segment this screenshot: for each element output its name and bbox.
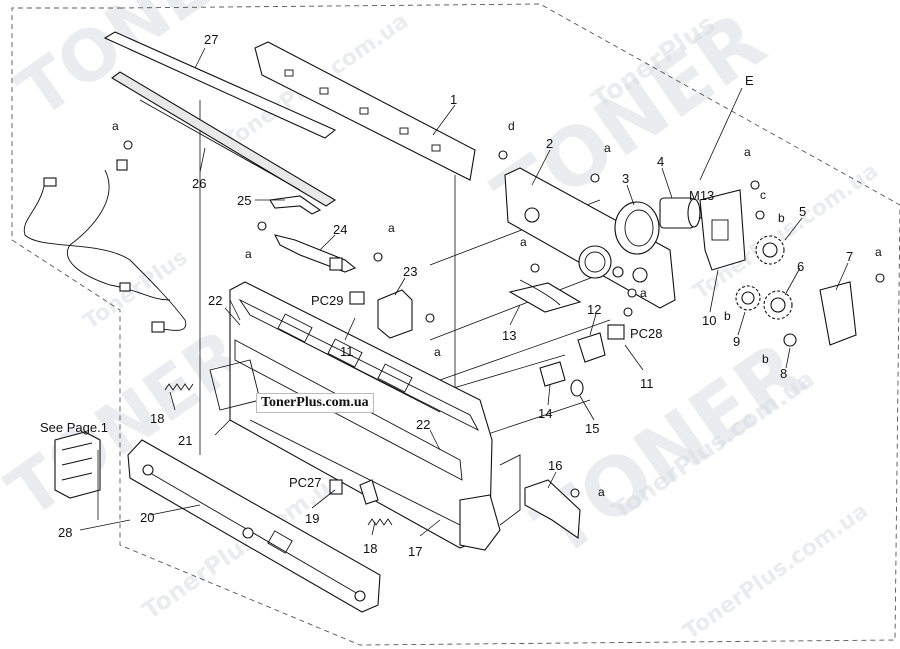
bracket-23	[349, 289, 413, 339]
connector-28	[54, 431, 101, 499]
watermark-toner: TONER	[518, 324, 822, 576]
leader-lines	[79, 47, 849, 537]
watermark-brand: TonerPlus	[79, 245, 193, 335]
bracket-16	[524, 479, 581, 540]
label-screw-a: a	[434, 345, 441, 359]
top-guide-1	[254, 41, 476, 181]
gear-6	[763, 290, 793, 320]
bracket-25	[269, 195, 322, 215]
label-part-8: 8	[780, 366, 787, 381]
sensor-pc27	[329, 479, 343, 495]
label-screw-a: a	[520, 235, 527, 249]
spring-18a	[164, 383, 194, 391]
label-part-11a: 11	[340, 344, 354, 359]
bushing-8	[783, 333, 797, 347]
label-pc28: PC28	[630, 326, 663, 341]
label-part-18a: 18	[150, 411, 164, 426]
label-assembly-e: E	[745, 73, 754, 88]
label-part-1: 1	[450, 92, 457, 107]
site-label: TonerPlus.com.ua	[256, 393, 374, 413]
label-part-19: 19	[305, 511, 319, 526]
lever-14	[539, 361, 566, 387]
label-part-25: 25	[237, 193, 251, 208]
label-part-12: 12	[587, 302, 601, 317]
screw-labels: a d a a c b a a a a a a b b a	[112, 119, 882, 499]
label-part-22a: 22	[208, 293, 222, 308]
label-screw-a: a	[640, 286, 647, 300]
part-labels: 1 2 3 4 5 6 7 8 9 10 11 11 12 13 14 15 1…	[40, 32, 853, 559]
rail-26	[111, 71, 337, 207]
label-part-15: 15	[585, 421, 599, 436]
label-screw-b: b	[778, 211, 785, 225]
see-page-note: See Page.1	[40, 420, 108, 435]
label-part-4: 4	[657, 154, 664, 169]
label-part-18b: 18	[363, 541, 377, 556]
label-part-11b: 11	[640, 376, 654, 391]
rail-27	[103, 31, 337, 139]
spring-18b	[367, 518, 393, 526]
watermark-toner: TONER	[3, 0, 269, 134]
assembly-boundary	[11, 3, 900, 646]
sensor-pc28	[607, 324, 625, 340]
label-part-2: 2	[546, 136, 553, 151]
bottom-cover-20	[127, 439, 381, 613]
label-screw-a: a	[388, 221, 395, 235]
label-part-23: 23	[403, 264, 417, 279]
label-screw-a: a	[245, 247, 252, 261]
watermark-layer: TONER TONER TONER TONER TonerPlus TonerP…	[0, 0, 883, 645]
label-screw-a: a	[875, 245, 882, 259]
label-part-9: 9	[733, 334, 740, 349]
side-plate-2	[504, 167, 676, 309]
label-part-24: 24	[333, 222, 347, 237]
label-motor-m13: M13	[689, 188, 714, 203]
label-part-21: 21	[178, 433, 192, 448]
label-pc29: PC29	[311, 293, 344, 308]
label-part-13: 13	[502, 328, 516, 343]
bracket-10	[699, 189, 746, 271]
frame-edge	[499, 454, 521, 526]
label-screw-a: a	[744, 145, 751, 159]
ring-3	[614, 201, 660, 255]
spring-15	[570, 379, 584, 397]
bracket-12	[577, 332, 606, 363]
label-part-22b: 22	[416, 417, 430, 432]
part-13	[508, 279, 582, 313]
actuator-19	[359, 479, 379, 505]
label-part-20: 20	[140, 510, 154, 525]
label-screw-c: c	[760, 188, 766, 202]
label-pc27: PC27	[289, 475, 322, 490]
label-part-27: 27	[204, 32, 218, 47]
wire-harness	[23, 159, 187, 333]
label-part-3: 3	[622, 171, 629, 186]
label-screw-a: a	[598, 485, 605, 499]
label-part-16: 16	[548, 458, 562, 473]
label-part-6: 6	[797, 259, 804, 274]
label-part-28: 28	[58, 525, 72, 540]
label-screw-d: d	[508, 119, 515, 133]
label-screw-a: a	[604, 141, 611, 155]
label-part-7: 7	[846, 249, 853, 264]
label-screw-a: a	[112, 119, 119, 133]
label-part-17: 17	[408, 544, 422, 559]
label-screw-b: b	[762, 352, 769, 366]
bracket-24	[273, 234, 357, 273]
label-part-10: 10	[702, 313, 716, 328]
motor-m13	[659, 197, 713, 229]
label-part-26: 26	[192, 176, 206, 191]
label-part-14: 14	[538, 406, 552, 421]
main-frame-17	[209, 281, 501, 551]
gear-9	[735, 285, 761, 311]
label-part-5: 5	[799, 204, 806, 219]
screws	[123, 140, 885, 498]
bracket-7	[819, 281, 857, 346]
watermark-site: TonerPlus.com.ua	[679, 499, 873, 645]
label-screw-b: b	[724, 309, 731, 323]
gear-5	[755, 235, 785, 265]
